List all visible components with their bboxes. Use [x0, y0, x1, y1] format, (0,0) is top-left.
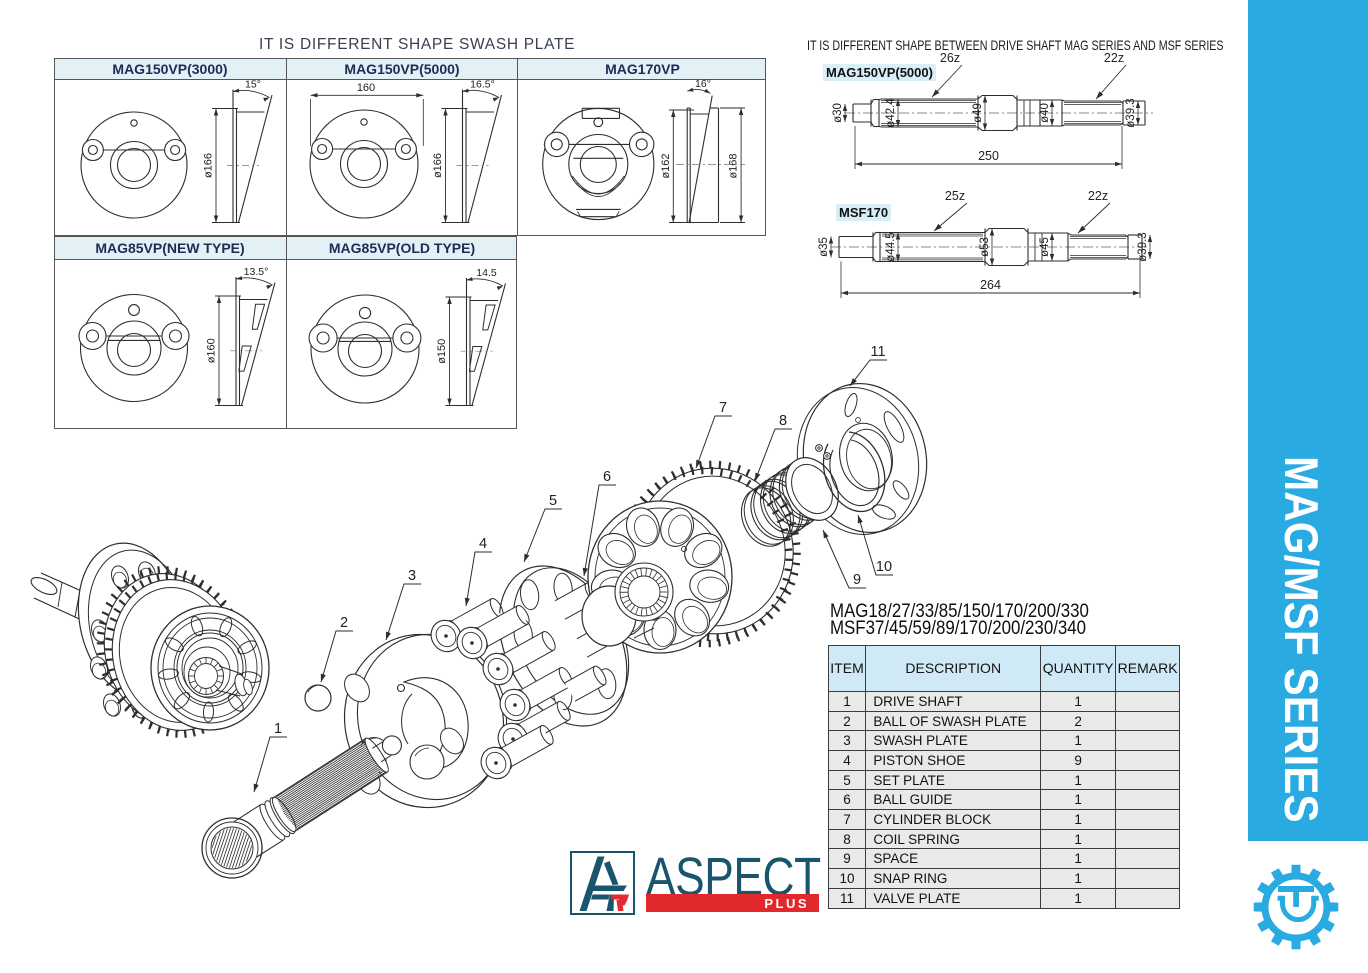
svg-text:6: 6 — [603, 469, 611, 485]
svg-text:26z: 26z — [940, 51, 960, 65]
svg-text:22z: 22z — [1088, 189, 1108, 203]
svg-text:16.5°: 16.5° — [470, 79, 495, 91]
svg-text:ø162: ø162 — [660, 153, 672, 178]
svg-text:13.5°: 13.5° — [244, 266, 269, 278]
svg-text:14.5: 14.5 — [476, 267, 497, 279]
svg-text:2: 2 — [340, 615, 348, 631]
svg-text:ø166: ø166 — [432, 153, 444, 178]
svg-text:7: 7 — [719, 400, 727, 416]
svg-text:3: 3 — [408, 568, 416, 584]
svg-text:ø53: ø53 — [979, 237, 991, 257]
svg-text:ø39.3: ø39.3 — [1137, 232, 1149, 261]
svg-text:ø160: ø160 — [206, 338, 218, 363]
svg-text:16°: 16° — [695, 78, 711, 90]
svg-text:250: 250 — [978, 149, 999, 163]
svg-text:ø45: ø45 — [1039, 237, 1051, 257]
svg-text:1: 1 — [274, 721, 282, 737]
svg-text:160: 160 — [357, 82, 375, 94]
svg-text:22z: 22z — [1104, 51, 1124, 65]
svg-text:ø166: ø166 — [203, 153, 215, 178]
svg-text:5: 5 — [549, 493, 557, 509]
svg-text:ø40: ø40 — [1039, 103, 1051, 123]
svg-text:25z: 25z — [945, 189, 965, 203]
svg-text:ø44.5: ø44.5 — [885, 232, 897, 261]
svg-text:11: 11 — [870, 344, 885, 360]
svg-text:ø35: ø35 — [818, 237, 830, 257]
svg-text:ø168: ø168 — [728, 153, 740, 178]
svg-text:9: 9 — [853, 572, 861, 588]
svg-text:15°: 15° — [245, 79, 261, 91]
svg-text:8: 8 — [779, 413, 787, 429]
svg-text:ø42.4: ø42.4 — [885, 98, 897, 128]
svg-text:ø39.3: ø39.3 — [1125, 98, 1137, 127]
svg-text:264: 264 — [980, 278, 1001, 292]
svg-text:ø49: ø49 — [972, 103, 984, 123]
svg-text:ø150: ø150 — [436, 339, 448, 364]
svg-text:ø30: ø30 — [832, 103, 844, 123]
svg-text:4: 4 — [479, 536, 487, 552]
svg-text:10: 10 — [876, 559, 892, 575]
